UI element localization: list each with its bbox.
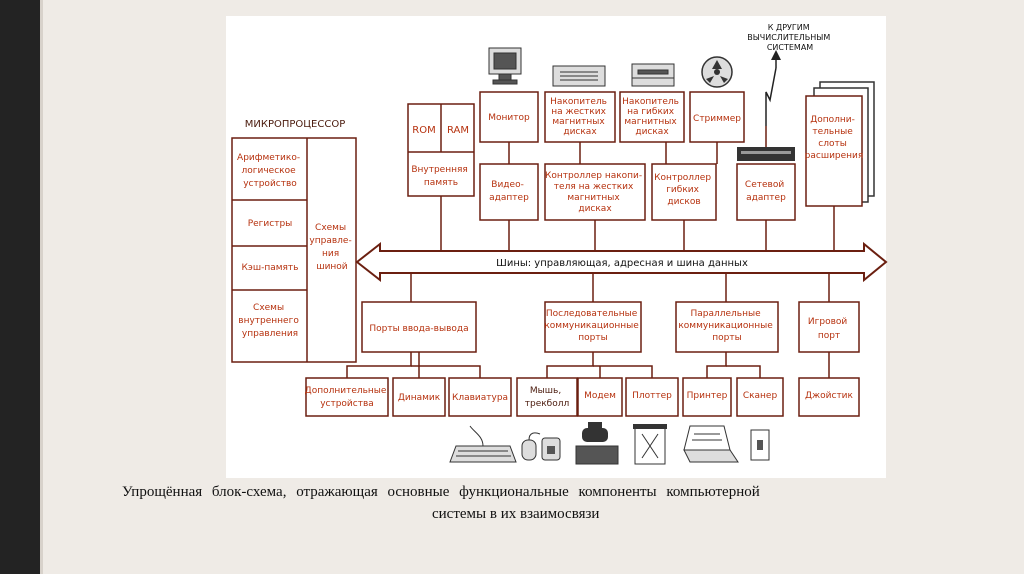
modem-icon (575, 422, 619, 465)
modem-label: Модем (584, 391, 616, 401)
hdd-controller-box (544, 163, 646, 221)
keyboard-icon (449, 425, 517, 463)
cache-label: Кэш-память (242, 263, 299, 273)
network-hub-icon (737, 147, 795, 161)
hdd-label: Накопитель на жестких магнитных дисках (550, 97, 610, 137)
expansion-slots-label: Дополни- тельные слоты расширения (805, 115, 864, 161)
printer-label: Принтер (687, 391, 728, 401)
network-adapter-label: Сетевой адаптер (745, 180, 787, 203)
caption-line-2: системы в их взаимосвязи (432, 506, 600, 522)
game-port-box (798, 301, 860, 353)
fdd-box (619, 91, 685, 143)
keyboard-label: Клавиатура (452, 393, 508, 403)
io-ports-label: Порты ввода-вывода (369, 324, 468, 334)
bus-control-label: Схемы управле- ния шиной (309, 223, 354, 272)
joystick-box (798, 377, 860, 417)
ram-label: RAM (447, 125, 469, 136)
tape-reel-icon (701, 56, 733, 88)
internal-memory-label: Внутренняя память (411, 165, 470, 188)
other-systems-label: К ДРУГИМ ВЫЧИСЛИТЕЛЬНЫМ СИСТЕМАМ (747, 23, 833, 52)
mouse-box (516, 377, 578, 417)
modem-box (577, 377, 623, 417)
floppy-drive-icon (631, 63, 675, 87)
parallel-ports-label: Параллельные коммуникационные порты (678, 309, 775, 343)
scanner-box (736, 377, 784, 417)
game-port-label: Игровой порт (808, 317, 850, 341)
registers-label: Регистры (248, 219, 293, 229)
hard-disk-icon (552, 65, 606, 87)
system-bus-arrow (355, 241, 888, 283)
monitor-label: Монитор (488, 113, 530, 123)
arrow-up-icon (771, 50, 781, 60)
mouse-icon (521, 432, 561, 461)
speaker-label: Динамик (398, 393, 441, 403)
expansion-slots-box (805, 95, 863, 207)
bus-label: Шины: управляющая, адресная и шина данны… (496, 258, 748, 269)
microprocessor-title: МИКРОПРОЦЕССОР (245, 119, 345, 130)
serial-ports-box (544, 301, 642, 353)
slide-left-bar (0, 0, 40, 574)
network-adapter-box (736, 163, 796, 221)
plotter-label: Плоттер (632, 391, 672, 401)
monitor-icon (488, 47, 522, 85)
fdd-controller-label: Контроллер гибких дисков (654, 173, 714, 207)
mouse-label: Мышь, трекболл (525, 386, 570, 409)
extra-devices-box (305, 377, 389, 417)
serial-ports-label: Последовательные коммуникационные порты (544, 309, 641, 343)
hdd-box (544, 91, 616, 143)
parallel-ports-box (675, 301, 779, 353)
joystick-label: Джойстик (805, 391, 854, 401)
microprocessor-box (231, 137, 357, 363)
fdd-controller-box (651, 163, 717, 221)
extra-devices-label: Дополнительные устройства (305, 386, 390, 409)
video-adapter-label: Видео- адаптер (489, 180, 529, 203)
internal-control-label: Схемы внутреннего управления (238, 303, 301, 339)
fdd-label: Накопитель на гибких магнитных дисках (622, 97, 682, 137)
scanner-label: Сканер (743, 391, 778, 401)
hdd-controller-label: Контроллер накопи- теля на жестких магни… (545, 171, 645, 214)
plotter-icon (633, 424, 667, 465)
slide-left-edge (40, 0, 43, 574)
caption-line-1: Упрощённая блок-схема, отражающая основн… (122, 484, 760, 500)
joystick-icon (750, 429, 770, 461)
video-adapter-box (479, 163, 539, 221)
printer-box (682, 377, 732, 417)
speaker-box (392, 377, 446, 417)
network-link-line (765, 67, 777, 126)
rom-label: ROM (412, 125, 435, 136)
alu-label: Арифметико- логическое устройство (237, 153, 303, 189)
streamer-label: Стриммер (693, 114, 741, 124)
streamer-box (689, 91, 745, 143)
io-ports-box (361, 301, 477, 353)
scanner-icon (683, 425, 739, 463)
keyboard-box (448, 377, 512, 417)
plotter-box (625, 377, 679, 417)
